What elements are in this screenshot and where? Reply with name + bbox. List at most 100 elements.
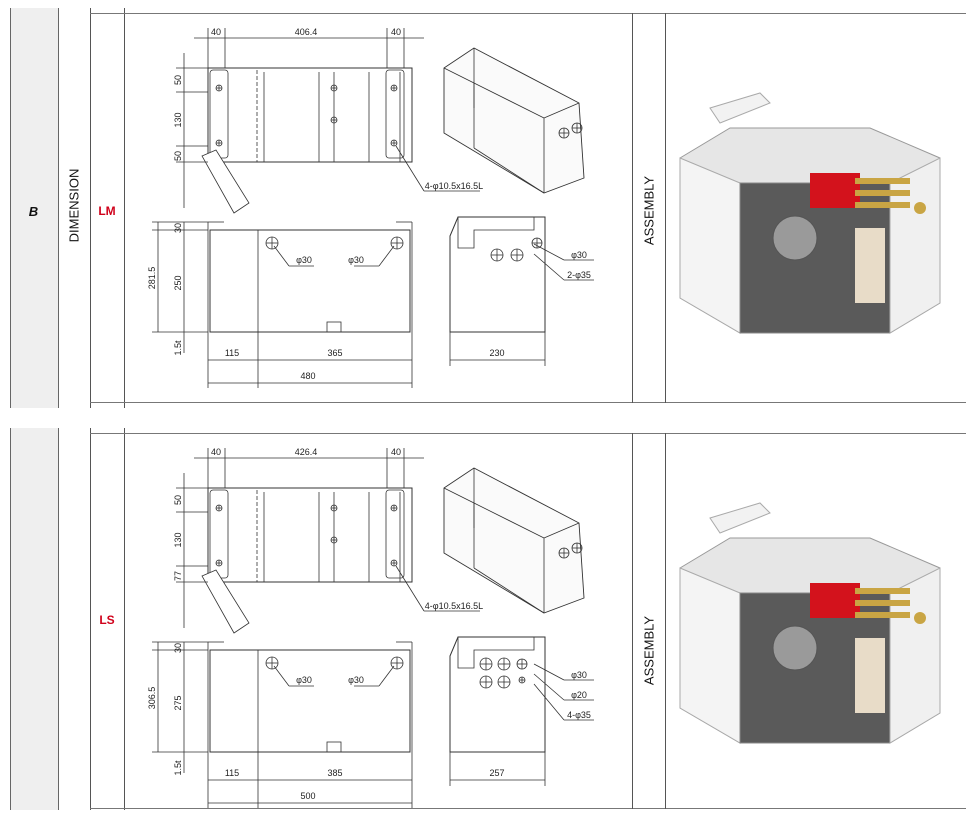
assembly-label: ASSEMBLY — [641, 615, 657, 686]
dimension-text: 306.5 — [147, 687, 157, 710]
dimension-text: 1.5t — [173, 340, 183, 356]
hole-note: φ20 — [571, 690, 587, 700]
leader-line — [533, 683, 565, 721]
dimension-text: 426.4 — [295, 447, 318, 457]
top-view-outline — [207, 487, 413, 583]
pump-motor — [772, 215, 818, 261]
dimension-text: φ30 — [296, 675, 312, 685]
dimension-text: 365 — [327, 348, 342, 358]
brass-fitting — [914, 612, 926, 624]
line — [543, 522, 580, 539]
tilted-bracket — [201, 149, 250, 214]
brass-fitting — [855, 202, 910, 208]
dimension-text: 230 — [489, 348, 504, 358]
brass-fitting — [855, 588, 910, 594]
tilted-bracket — [201, 569, 250, 634]
leader-line — [533, 243, 565, 261]
leader-line — [395, 145, 425, 192]
bracket — [385, 69, 405, 159]
line — [473, 502, 545, 539]
model-label: LS — [99, 613, 115, 627]
divider — [90, 13, 966, 14]
line — [443, 487, 475, 504]
side-view-outline — [449, 216, 546, 333]
dimension-text: 281.5 — [147, 267, 157, 290]
isometric-view — [443, 47, 585, 194]
line — [473, 147, 545, 194]
dimension-text: 30 — [173, 643, 183, 653]
dimension-text: 406.4 — [295, 27, 318, 37]
dimension-text: 480 — [300, 371, 315, 381]
housing-end — [889, 157, 941, 334]
reservoir — [855, 228, 885, 303]
valve-block — [810, 173, 860, 208]
dimension-text: 40 — [391, 447, 401, 457]
divider — [124, 428, 125, 810]
model-label: LM — [98, 204, 116, 218]
leader-line — [533, 663, 565, 681]
brass-fitting — [914, 202, 926, 214]
housing-end — [889, 567, 941, 744]
dimension-text: 30 — [173, 223, 183, 233]
dimension-text: 4-φ10.5x16.5L — [425, 601, 483, 611]
front-view-outline — [209, 649, 411, 753]
hole-note: 2-φ35 — [567, 270, 591, 280]
line — [443, 67, 475, 84]
leader-line — [378, 245, 395, 267]
latch — [326, 741, 342, 753]
divider — [90, 433, 966, 434]
dimension-text: φ30 — [348, 255, 364, 265]
latch — [326, 321, 342, 333]
dimension-text: 130 — [173, 112, 183, 127]
brass-fitting — [855, 190, 910, 196]
pump-motor — [772, 625, 818, 671]
mounting-bracket — [709, 92, 771, 124]
dimension-text: φ30 — [296, 255, 312, 265]
leader-line — [533, 253, 565, 281]
dimension-text: φ30 — [348, 675, 364, 685]
divider — [665, 433, 666, 809]
side-flange — [457, 636, 535, 669]
brass-fitting — [855, 600, 910, 606]
category-column — [10, 428, 59, 810]
brass-fitting — [855, 612, 910, 618]
category-label: B — [28, 204, 39, 219]
divider — [632, 13, 633, 403]
dimension-label: DIMENSION — [66, 168, 82, 243]
leader-line — [533, 673, 565, 701]
hole-note: 4-φ35 — [567, 710, 591, 720]
dimension-text: 50 — [173, 495, 183, 505]
top-view-outline — [207, 67, 413, 163]
line — [473, 82, 545, 119]
hole-note: φ30 — [571, 250, 587, 260]
line — [473, 567, 545, 614]
dimension-text: 77 — [173, 571, 183, 581]
assembly-image — [679, 502, 941, 744]
dimension-text: 40 — [211, 447, 221, 457]
dimension-text: 4-φ10.5x16.5L — [425, 181, 483, 191]
assembly-image — [679, 92, 941, 334]
dimension-text: 275 — [173, 695, 183, 710]
leader-line — [273, 245, 290, 267]
dimension-text: 250 — [173, 275, 183, 290]
divider — [90, 808, 966, 809]
leader-line — [273, 665, 290, 687]
divider — [90, 428, 91, 810]
isometric-view — [443, 467, 585, 614]
bracket — [385, 489, 405, 579]
divider — [90, 402, 966, 403]
assembly-label: ASSEMBLY — [641, 175, 657, 246]
leader-line — [378, 665, 395, 687]
mounting-bracket — [709, 502, 771, 534]
hole-note: φ30 — [571, 670, 587, 680]
dimension-text: 115 — [225, 348, 239, 358]
valve-block — [810, 583, 860, 618]
housing-side — [679, 567, 741, 744]
dimension-text: 50 — [173, 75, 183, 85]
dimension-text: 40 — [211, 27, 221, 37]
dimension-text: 40 — [391, 27, 401, 37]
